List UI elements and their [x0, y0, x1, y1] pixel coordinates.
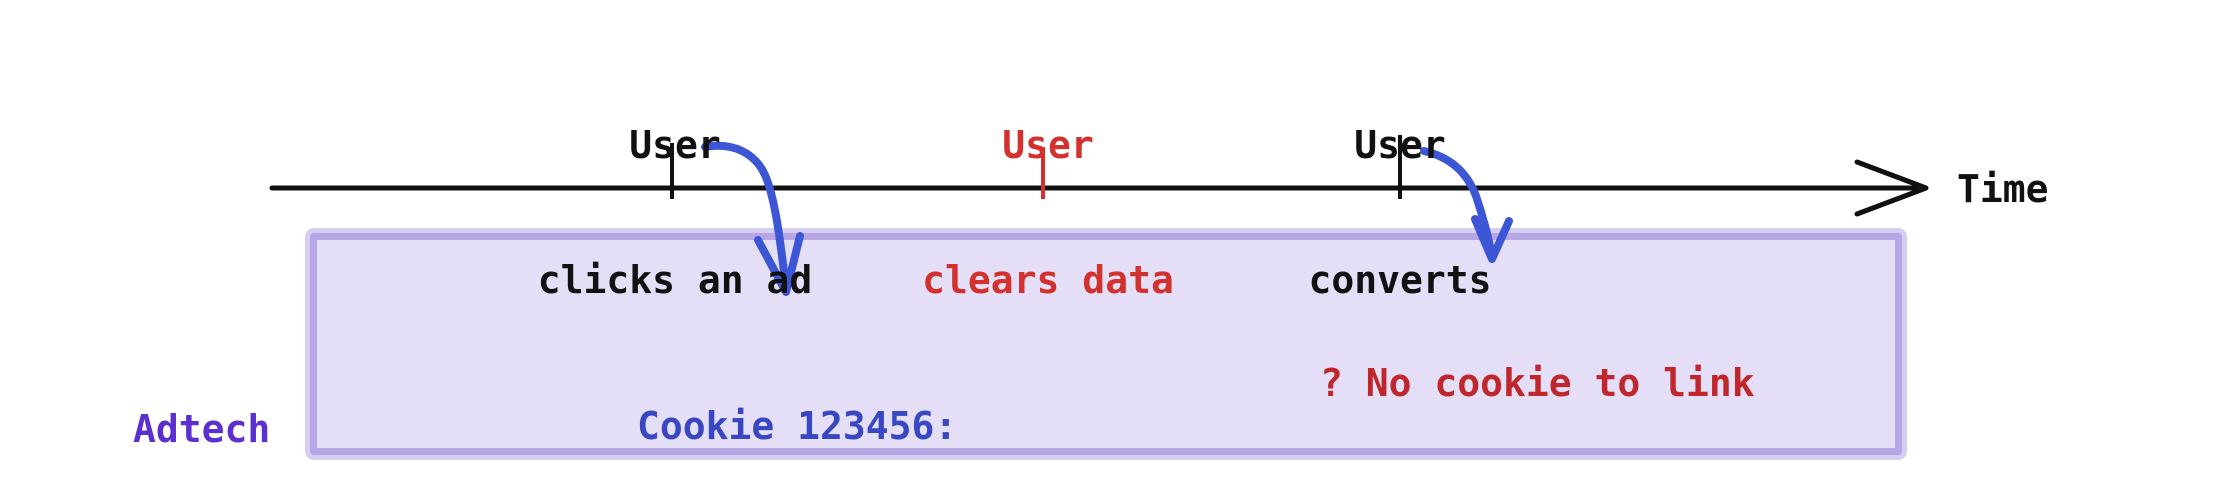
cookie-note-line: Cookie 123456:	[637, 404, 958, 448]
no-cookie-note: ? No cookie to link this conversion to ⇒…	[1320, 271, 1755, 498]
no-cookie-note-line: ? No cookie to link	[1320, 361, 1755, 405]
curved-arrow-icon-click-report	[701, 141, 804, 296]
adtech-server-label-line: Adtech	[133, 407, 271, 451]
event-label-line: clicks an ad	[537, 258, 813, 302]
adtech-server-box	[310, 233, 1902, 455]
event-label-line: clears data	[922, 258, 1174, 302]
cookie-clicked-note: Cookie 123456: Ad clicked	[637, 311, 957, 498]
event-label-line: converts	[1308, 258, 1492, 302]
event-label-line: User	[1002, 123, 1094, 167]
event-label-line: User	[629, 123, 721, 167]
adtech-server-label: Adtech server	[133, 299, 270, 498]
time-axis-label: Time	[1957, 167, 2049, 211]
curved-arrow-icon-conversion-attempt	[1420, 147, 1513, 263]
event-label-user-clicks-ad: User clicks an ad	[538, 33, 813, 393]
event-label-user-clears-data: User clears data	[922, 33, 1174, 393]
event-label-user-converts: User converts	[1308, 33, 1491, 393]
no-cookie-note-line: this conversion to	[1320, 496, 1755, 498]
timeline-arrowhead-icon	[1854, 159, 1929, 217]
event-label-line: User	[1354, 123, 1446, 167]
